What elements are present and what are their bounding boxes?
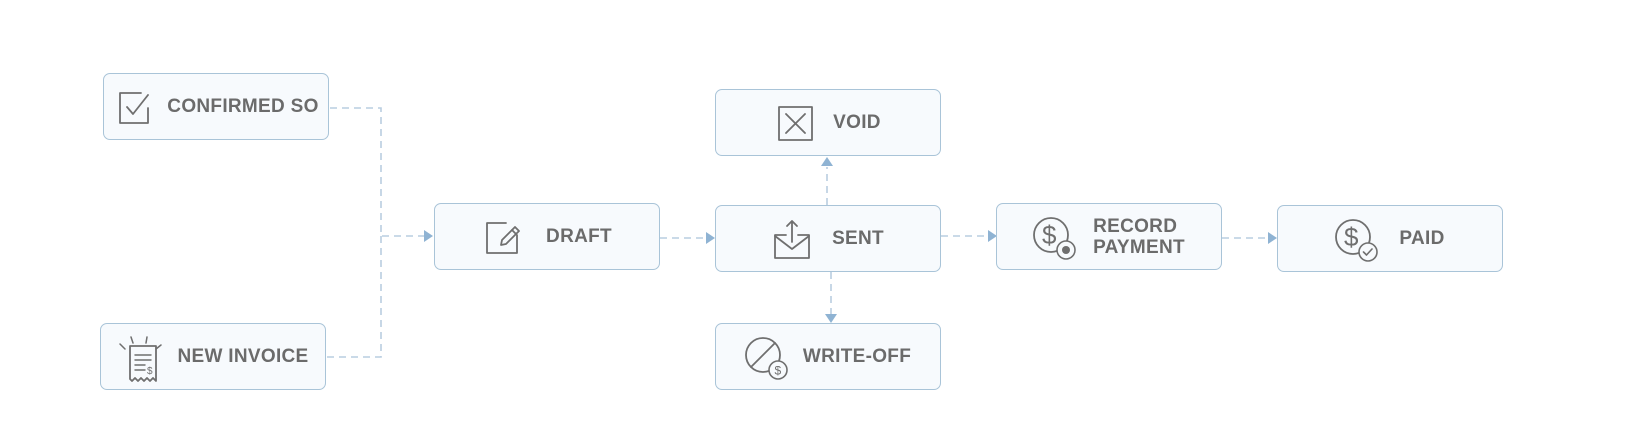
node-label: VOID: [833, 112, 881, 133]
connector-confirmed-so-draft: [330, 107, 424, 237]
node-new-invoice[interactable]: $ NEW INVOICE: [100, 323, 326, 390]
arrowhead-draft: [424, 230, 433, 242]
node-label: PAID: [1399, 228, 1445, 249]
node-record-payment[interactable]: $ RECORD PAYMENT: [996, 203, 1222, 270]
envelope-upload-icon: [772, 219, 812, 259]
checkbox-icon: [113, 87, 153, 127]
node-label: CONFIRMED SO: [167, 96, 319, 117]
arrowhead-record-payment: [988, 230, 997, 242]
close-box-icon: [775, 103, 815, 143]
node-confirmed-so[interactable]: CONFIRMED SO: [103, 73, 329, 140]
arrowhead-void: [821, 157, 833, 166]
arrowhead-paid: [1268, 232, 1277, 244]
payment-check-icon: $: [1335, 218, 1379, 262]
edit-icon: [482, 217, 522, 257]
svg-text:$: $: [1344, 222, 1359, 252]
node-paid[interactable]: $ PAID: [1277, 205, 1503, 272]
node-label: RECORD PAYMENT: [1093, 215, 1185, 258]
svg-text:$: $: [1042, 220, 1057, 250]
connector-new-invoice-draft: [327, 236, 382, 358]
node-label: NEW INVOICE: [177, 346, 309, 367]
node-void[interactable]: VOID: [715, 89, 941, 156]
arrowhead-sent: [706, 232, 715, 244]
payment-record-icon: $: [1033, 216, 1076, 260]
node-label: DRAFT: [546, 226, 612, 247]
arrowhead-write-off: [825, 314, 837, 323]
svg-text:$: $: [147, 366, 153, 377]
node-draft[interactable]: DRAFT: [434, 203, 660, 270]
node-label: SENT: [832, 228, 884, 249]
node-sent[interactable]: SENT: [715, 205, 941, 272]
node-label: WRITE-OFF: [802, 346, 912, 367]
svg-text:$: $: [774, 363, 781, 377]
node-write-off[interactable]: $ WRITE-OFF: [715, 323, 941, 390]
write-off-icon: $: [744, 336, 788, 380]
receipt-icon: $: [117, 335, 169, 382]
